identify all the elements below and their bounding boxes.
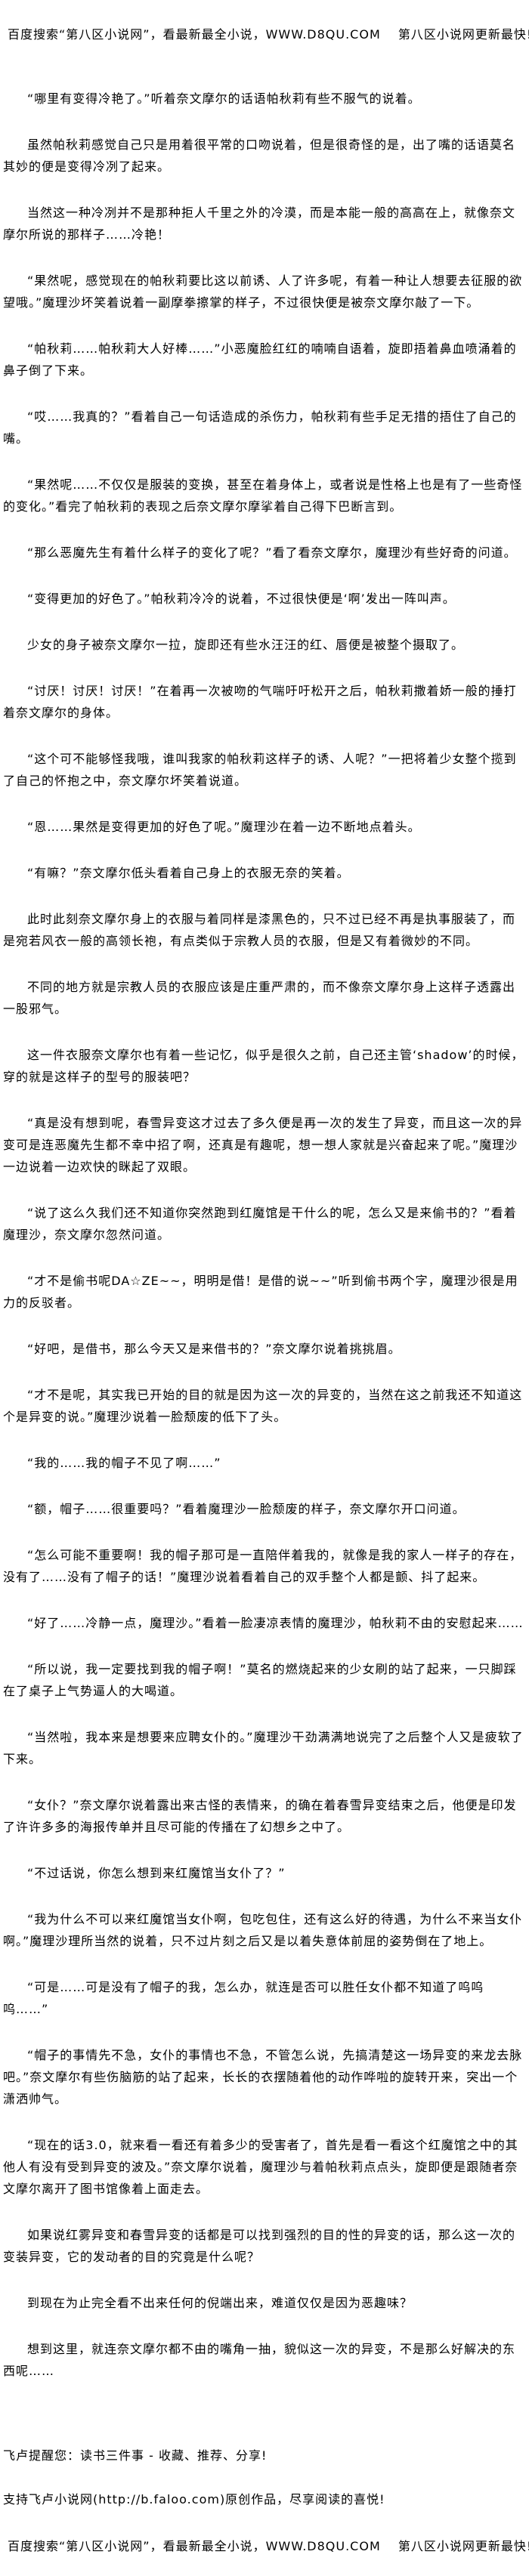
site-banner-top: 百度搜索“第八区小说网”，看最新最全小说，WWW.D8QU.COM 第八区小说网… <box>8 27 529 42</box>
paragraph: “果然呢……不仅仅是服装的变换，甚至在着身体上，或者说是性格上也是有了一些奇怪的… <box>3 477 523 514</box>
paragraph: 虽然帕秋莉感觉自己只是用着很平常的口吻说着，但是很奇怪的是，出了嘴的话语莫名其妙… <box>3 137 516 174</box>
paragraph: “这个可不能够怪我哦，谁叫我家的帕秋莉这样子的诱、人呢？”一把将着少女整个揽到了… <box>3 752 517 788</box>
paragraph: “现在的话3.0，就来看一看还有着多少的受害者了，首先是看一看这个红魔馆之中的其… <box>3 2138 518 2196</box>
paragraph: “所以说，我一定要找到我的帽子啊！”莫名的燃烧起来的少女刷的站了起来，一只脚踩在… <box>3 1662 517 1698</box>
paragraph: “女仆？”奈文摩尔说着露出来古怪的表情来，的确在着春雪异变结束之后，他便是印发了… <box>3 1798 517 1834</box>
paragraph: “不过话说，你怎么想到来红魔馆当女仆了？” <box>27 1866 286 1880</box>
paragraph: 到现在为止完全看不出来任何的倪端出来，难道仅仅是因为恶趣味？ <box>27 2296 413 2310</box>
paragraph: 当然这一种冷冽并不是那种拒人千里之外的冷漠，而是本能一般的高高在上，就像奈文摩尔… <box>3 205 516 242</box>
paragraph: “帽子的事情先不急，女仆的事情也不急，不管怎么说，先搞清楚这一场异变的来龙去脉吧… <box>3 2048 523 2106</box>
reading-reminder: 飞卢提醒您：读书三件事 - 收藏、推荐、分享! <box>3 2448 268 2463</box>
paragraph: “变得更加的好色了。”帕秋莉冷冷的说着，不过很快便是‘啊’发出一阵叫声。 <box>27 591 456 606</box>
paragraph: “真是没有想到呢，春雪异变这才过去了多久便是再一次的发生了异变，而且这一次的异变… <box>3 1116 523 1174</box>
paragraph: “好吧，是借书，那么今天又是来借书的？”奈文摩尔说着挑挑眉。 <box>27 1342 401 1356</box>
paragraph: “讨厌！讨厌！讨厌！”在着再一次被吻的气喘吁吁松开之后，帕秋莉撒着娇一般的捶打着… <box>3 684 517 720</box>
chapter-content: “哪里有变得冷艳了。”听着奈文摩尔的话语帕秋莉有些不服气的说着。虽然帕秋莉感觉自… <box>3 88 524 2382</box>
paragraph: “那么恶魔先生有着什么样子的变化了呢？”看了看奈文摩尔，魔理沙有些好奇的问道。 <box>27 545 517 560</box>
paragraph: 想到这里，就连奈文摩尔都不由的嘴角一抽，貌似这一次的异变，不是那么好解决的东西呢… <box>3 2342 516 2378</box>
paragraph: “说了这么久我们还不知道你突然跑到红魔馆是干什么的呢，怎么又是来偷书的？”看着魔… <box>3 1206 517 1242</box>
paragraph: “恩……果然是变得更加的好色了呢。”魔理沙在着一边不断地点着头。 <box>27 820 421 834</box>
paragraph: “哪里有变得冷艳了。”听着奈文摩尔的话语帕秋莉有些不服气的说着。 <box>27 91 421 106</box>
paragraph: “当然啦，我本来是想要来应聘女仆的。”魔理沙干劲满满地说完了之后整个人又是疲软了… <box>3 1730 524 1766</box>
paragraph: “我的……我的帽子不见了啊……” <box>27 1456 221 1470</box>
paragraph: “我为什么不可以来红魔馆当女仆啊，包吃包住，还有这么好的待遇，为什么不来当女仆啊… <box>3 1912 523 1948</box>
paragraph: “额，帽子……很重要吗？”看着魔理沙一脸颓废的样子，奈文摩尔开口问道。 <box>27 1502 466 1516</box>
paragraph: “果然呢，感觉现在的帕秋莉要比这以前诱、人了许多呢，有着一种让人想要去征服的欲望… <box>3 273 523 310</box>
paragraph: “可是……可是没有了帽子的我，怎么办，就连是否可以胜任女仆都不知道了呜呜呜……” <box>3 1980 484 2016</box>
paragraph: “怎么可能不重要啊！我的帽子那可是一直陪伴着我的，就像是我的家人一样子的存在，没… <box>3 1548 523 1584</box>
site-banner-bottom: 百度搜索“第八区小说网”，看最新最全小说，WWW.D8QU.COM 第八区小说网… <box>8 2539 529 2553</box>
paragraph: “才不是偷书呢DA☆ZE~~，明明是借！是借的说~~”听到偷书两个字，魔理沙很是… <box>3 1274 518 1310</box>
paragraph: “帕秋莉……帕秋莉大人好棒……”小恶魔脸红红的喃喃自语着，旋即捂着鼻血喷涌着的鼻… <box>3 341 517 378</box>
paragraph: 少女的身子被奈文摩尔一拉，旋即还有些水汪汪的红、唇便是被整个摄取了。 <box>27 638 465 652</box>
paragraph: 这一件衣服奈文摩尔也有着一些记忆，似乎是很久之前，自己还主管‘shadow’的时… <box>3 1048 524 1084</box>
support-notice: 支持飞卢小说网(http://b.faloo.com)原创作品，尽享阅读的喜悦! <box>3 2492 385 2507</box>
paragraph: 如果说红雾异变和春雪异变的话都是可以找到强烈的目的性的异变的话，那么这一次的变装… <box>3 2228 516 2264</box>
paragraph: “有嘛？”奈文摩尔低头看着自己身上的衣服无奈的笑着。 <box>27 866 350 880</box>
paragraph: 不同的地方就是宗教人员的衣服应该是庄重严肃的，而不像奈文摩尔身上这样子透露出一股… <box>3 980 516 1016</box>
paragraph: 此时此刻奈文摩尔身上的衣服与着同样是漆黑色的，只不过已经不再是执事服装了，而是宛… <box>3 912 516 948</box>
paragraph: “好了……冷静一点，魔理沙。”看着一脸凄凉表情的魔理沙，帕秋莉不由的安慰起来…… <box>27 1616 524 1630</box>
paragraph: “哎……我真的？”看着自己一句话造成的杀伤力，帕秋莉有些手足无措的捂住了自己的嘴… <box>3 409 517 446</box>
paragraph: “才不是呢，其实我已开始的目的就是因为这一次的异变的，当然在这之前我还不知道这个… <box>3 1388 523 1424</box>
